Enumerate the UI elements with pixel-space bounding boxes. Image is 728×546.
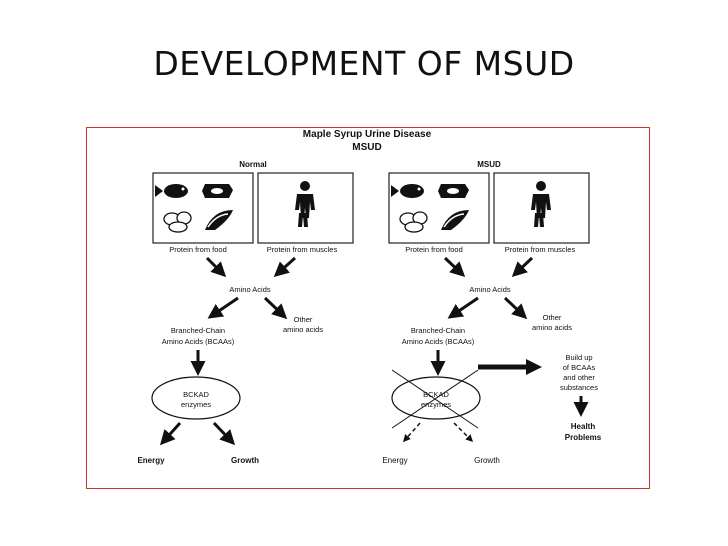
enzymes-label: enzymes (421, 400, 451, 409)
protein-muscle-label: Protein from muscles (267, 245, 338, 254)
buildup-label: Build up (565, 353, 592, 362)
meat-icon (202, 184, 233, 198)
fish-icon (155, 184, 188, 198)
amino-acids-label: Amino Acids (229, 285, 271, 294)
normal-heading: Normal (239, 160, 267, 169)
slide-title: DEVELOPMENT OF MSUD (153, 44, 575, 83)
person-icon (295, 181, 315, 227)
buildup-label-4: substances (560, 383, 598, 392)
buildup-label-2: of BCAAs (563, 363, 596, 372)
bckad-enzyme-oval (151, 376, 241, 420)
bean-icon (441, 210, 469, 230)
bcaa-label: Branched-Chain (171, 326, 225, 335)
bcaa-label-2: Amino Acids (BCAAs) (402, 337, 475, 346)
enzymes-label: enzymes (181, 400, 211, 409)
energy-label: Energy (137, 456, 165, 465)
diagram-subtitle: MSUD (352, 142, 381, 153)
bckad-label: BCKAD (183, 390, 209, 399)
person-icon (531, 181, 551, 227)
buildup-label-3: and other (563, 373, 595, 382)
health-label: Health (571, 422, 596, 431)
food-box (152, 172, 254, 244)
other-amino-label: amino acids (532, 323, 572, 332)
other-amino-label: amino acids (283, 325, 323, 334)
cross-out-line (391, 369, 479, 429)
amino-acids-label: Amino Acids (469, 285, 511, 294)
diagram-title: Maple Syrup Urine Disease (303, 129, 432, 140)
other-label: Other (543, 313, 562, 322)
bean-icon (205, 210, 233, 230)
other-label: Other (294, 315, 313, 324)
problems-label: Problems (565, 433, 602, 442)
eggs-icon (163, 211, 192, 233)
fish-icon (391, 184, 424, 198)
normal-panel: Normal Protein from food Pr (137, 160, 354, 465)
growth-label: Growth (231, 456, 259, 465)
food-box (388, 172, 490, 244)
bckad-label: BCKAD (423, 390, 449, 399)
bcaa-label-2: Amino Acids (BCAAs) (162, 337, 235, 346)
msud-heading: MSUD (477, 160, 501, 169)
growth-label: Growth (474, 456, 500, 465)
eggs-icon (399, 211, 428, 233)
protein-food-label: Protein from food (169, 245, 227, 254)
protein-muscle-label: Protein from muscles (505, 245, 576, 254)
bcaa-label: Branched-Chain (411, 326, 465, 335)
msud-panel: MSUD Protein from food Protein from m (382, 160, 601, 465)
meat-icon (438, 184, 469, 198)
protein-food-label: Protein from food (405, 245, 463, 254)
energy-label: Energy (382, 456, 407, 465)
